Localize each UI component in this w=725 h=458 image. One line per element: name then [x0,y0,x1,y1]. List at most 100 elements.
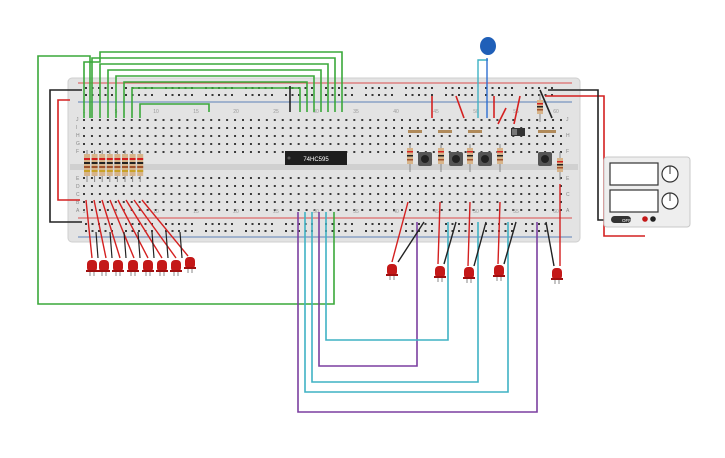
positive-terminal[interactable] [642,216,648,222]
rail-hole [251,223,254,225]
red-wire[interactable] [455,95,465,119]
green-wire[interactable] [91,57,336,118]
breadboard-hole [83,185,85,187]
breadboard-hole [98,143,101,145]
breadboard-hole [321,201,324,203]
rail-hole [485,94,487,96]
breadboard-hole [130,177,133,179]
green-wire[interactable] [123,81,308,118]
black-wire[interactable] [95,231,99,259]
breadboard-hole [432,135,435,137]
rail-hole [445,94,447,96]
rail-hole [451,94,454,96]
green-wire[interactable] [139,103,210,118]
slide-switch-knob[interactable] [512,129,517,135]
led [463,267,475,283]
black-wire[interactable] [109,231,113,259]
red-wire[interactable] [437,201,441,265]
rail-hole [178,230,180,232]
black-wire[interactable] [503,221,517,265]
led-body [99,260,109,272]
red-wire[interactable] [133,199,177,259]
breadboard-hole [464,177,467,179]
column-number: 50 [473,209,479,215]
rail-hole [378,94,380,96]
black-wire[interactable] [397,221,425,263]
green-wire-long-loop[interactable] [37,55,335,305]
breadboard-hole [273,143,276,145]
breadboard-hole [552,135,555,137]
red-wire[interactable] [117,199,149,259]
push-button-cap[interactable] [541,155,549,163]
red-wire[interactable] [497,107,507,125]
shift-register-chip[interactable]: 74HC595 [285,151,347,165]
red-wire[interactable] [101,199,121,259]
green-wire[interactable] [83,51,343,118]
breadboard-hole [337,185,340,187]
rail-hole [331,94,334,96]
red-wire[interactable] [497,201,501,265]
breadboard-hole [210,143,213,145]
resistor-band [106,158,113,160]
purple-wire[interactable] [318,212,418,367]
red-wire[interactable] [85,199,93,259]
breadboard-hole [305,177,308,179]
green-wire[interactable] [131,87,301,118]
black-wire[interactable] [545,221,555,267]
breadboard-hole [472,209,475,211]
breadboard-hole [416,143,419,145]
cyan-wire[interactable] [311,212,479,383]
black-wire[interactable] [165,231,169,259]
red-wire[interactable] [513,95,521,125]
black-wire[interactable] [179,231,183,259]
black-wire[interactable] [137,231,141,259]
black-wire[interactable] [473,221,487,267]
purple-wire[interactable] [297,212,538,413]
power-toggle-button[interactable] [611,216,631,223]
breadboard-hole [464,151,467,153]
push-button-cap[interactable] [421,155,429,163]
breadboard-hole [512,209,515,211]
green-wire[interactable] [107,69,322,118]
breadboard-hole [353,119,356,121]
rail-hole [538,87,540,89]
led-rim [386,274,398,276]
breadboard-hole [432,193,435,195]
black-wire[interactable] [151,231,155,259]
red-wire[interactable] [125,199,163,259]
led-body [387,264,397,276]
breadboard-hole [472,151,475,153]
red-wire[interactable] [93,199,107,259]
black-wire[interactable] [539,89,553,119]
power-supply[interactable]: OFF [603,156,691,228]
red-wire[interactable] [391,201,409,263]
red-wire[interactable] [467,201,471,267]
breadboard-hole [520,201,523,203]
breadboard-hole [218,185,221,187]
breadboard-hole [385,119,388,121]
push-button-cap[interactable] [452,155,460,163]
negative-terminal[interactable] [650,216,656,222]
breadboard-hole [472,201,475,203]
cyan-wire[interactable] [477,59,488,118]
breadboard-hole [424,201,427,203]
red-wire[interactable] [109,199,135,259]
push-button-cap[interactable] [481,155,489,163]
green-wire[interactable] [115,75,315,118]
capacitor[interactable] [477,37,496,118]
breadboard-hole [242,127,244,129]
breadboard-hole [234,201,237,203]
black-wire[interactable] [123,231,127,259]
red-wire[interactable] [57,99,80,201]
slide-switch[interactable] [511,128,525,136]
black-wire[interactable] [443,221,457,265]
cyan-wire[interactable] [304,212,509,393]
green-wire[interactable] [99,63,329,118]
cyan-wire[interactable] [325,212,449,341]
black-wire[interactable] [49,89,82,223]
breadboard-hole [170,209,173,211]
breadboard-hole [512,119,515,121]
breadboard-hole [416,201,419,203]
red-wire[interactable] [141,199,189,257]
rail-hole [424,223,427,225]
